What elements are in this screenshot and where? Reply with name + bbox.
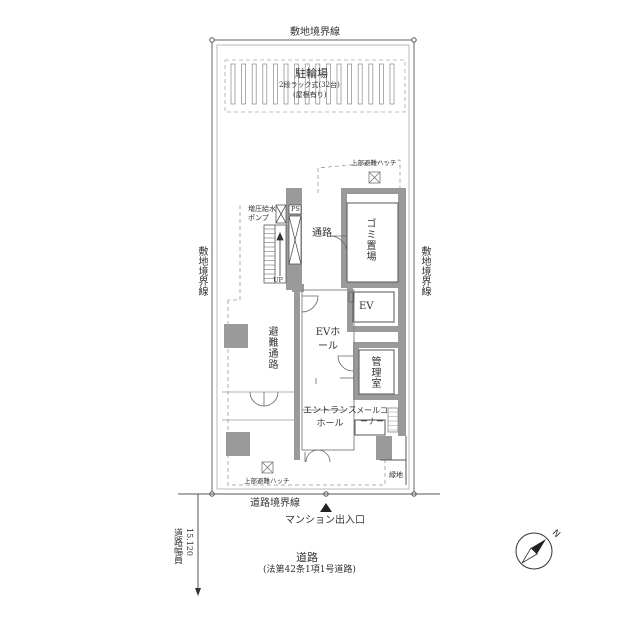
road-width-title: 道路幅員 xyxy=(172,528,182,564)
bike-slot xyxy=(347,63,352,105)
bike-slot xyxy=(241,63,246,105)
hatch-lower-label: 上部避難ハッチ xyxy=(244,477,290,485)
greenery-label: 緑地 xyxy=(389,471,403,479)
bike-slot xyxy=(379,63,384,105)
management-room-label: 管理室 xyxy=(369,356,380,389)
bike-parking-area xyxy=(224,59,406,113)
road-boundary-label: 道路境界線 xyxy=(250,498,300,509)
roof-outline xyxy=(227,159,401,486)
stair-steps xyxy=(264,228,275,279)
stair-arrow xyxy=(276,231,284,276)
bike-slot xyxy=(368,63,374,105)
bike-slot xyxy=(357,63,363,105)
bike-slot xyxy=(251,63,257,105)
bike-slot xyxy=(262,63,268,105)
bike-slot xyxy=(389,63,395,105)
bike-slot xyxy=(273,63,278,105)
passage-label: 通路 xyxy=(312,228,332,239)
bike-parking-label: 駐輪場 xyxy=(295,67,328,80)
site-boundary-left-label: 敷地境界線 xyxy=(196,246,207,296)
bike-slot xyxy=(336,63,342,105)
staircase xyxy=(263,224,287,284)
ev-label: EV xyxy=(359,301,374,312)
mail-slots xyxy=(388,411,398,431)
pump-box xyxy=(275,204,287,224)
road-width-arrow xyxy=(195,588,201,596)
road-width-value: 15.120 xyxy=(185,528,194,556)
bike-slot xyxy=(315,63,321,105)
road-lines xyxy=(178,493,440,592)
pump-label: 増圧給水ポンプ xyxy=(248,205,276,222)
bike-slot xyxy=(283,63,289,105)
bike-slot xyxy=(230,63,236,105)
bike-slot xyxy=(304,63,310,105)
doors xyxy=(222,235,399,463)
entrance-hall-label: エントランスホール xyxy=(303,406,357,430)
mail-corner-label: メールコーナー xyxy=(356,406,388,426)
site-boundary-right-label: 敷地境界線 xyxy=(419,246,430,296)
road-article-label: (法第42条1項1号道路) xyxy=(263,565,356,575)
garbage-room-label: ゴミ置場 xyxy=(364,218,375,262)
ps-label: PS xyxy=(291,205,300,213)
evac-route-label: 避難通路 xyxy=(266,326,277,370)
ev-hall-label: EVホール xyxy=(315,327,341,352)
upper-hatch-icon xyxy=(368,171,381,184)
lower-hatch-icon xyxy=(261,461,274,474)
north-compass-icon xyxy=(515,532,553,570)
bike-rack-label: 2段ラック式(32台) xyxy=(279,81,340,89)
ps-box xyxy=(288,204,302,265)
ev-marks xyxy=(315,291,355,384)
thin-walls xyxy=(301,202,407,485)
hatch-upper-label: 上部避難ハッチ xyxy=(351,159,397,167)
stair-up-label: UP xyxy=(273,276,283,284)
site-boundary-top-label: 敷地境界線 xyxy=(290,27,340,38)
bike-roof-label: (屋根有り) xyxy=(293,91,327,99)
bike-slot xyxy=(294,63,299,105)
entrance-triangle-icon xyxy=(320,503,332,512)
entrance-exit-label: マンション出入口 xyxy=(285,515,365,526)
bike-racks xyxy=(230,63,395,105)
bike-slot xyxy=(326,63,331,105)
road-label: 道路 xyxy=(296,551,318,564)
